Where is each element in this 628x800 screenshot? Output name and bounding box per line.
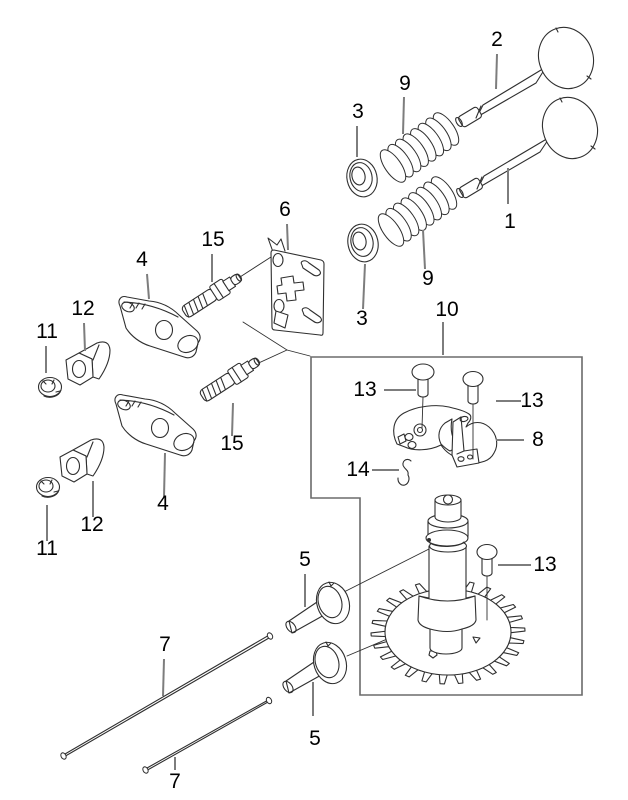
assembly-line xyxy=(339,547,432,595)
leader-line xyxy=(422,229,426,270)
part-label-governor-clip: 14 xyxy=(346,458,370,481)
leader-line xyxy=(362,263,366,310)
bolt-head xyxy=(476,543,498,561)
tappet-head xyxy=(315,581,351,625)
leader-line xyxy=(146,273,150,300)
part-label-retainer-upper: 3 xyxy=(352,100,364,123)
cross-hole xyxy=(276,275,305,302)
part-bolt-lower xyxy=(476,543,498,621)
part-label-tappet-lower: 5 xyxy=(309,727,321,750)
part-bolt-upper-right xyxy=(462,370,484,460)
part-label-spring-upper: 9 xyxy=(399,72,411,95)
part-valve-1 xyxy=(456,96,599,199)
camshaft-body xyxy=(417,545,477,655)
part-governor-clip xyxy=(397,458,412,486)
leader-line xyxy=(162,658,165,697)
release-pin xyxy=(427,538,431,542)
part-labels: 2 9 3 1 3 9 6 15 4 12 11 15 4 12 11 10 1… xyxy=(36,28,557,793)
part-label-stud-upper: 15 xyxy=(201,228,224,251)
part-label-tappet-upper: 5 xyxy=(299,548,311,571)
leader-line xyxy=(286,223,289,251)
part-label-retainer-lower: 3 xyxy=(356,307,368,330)
leader-line xyxy=(231,402,234,437)
part-camshaft xyxy=(370,494,526,685)
leader-line xyxy=(495,53,498,90)
part-rocker-arm-lower xyxy=(114,394,197,457)
part-label-camshaft-assembly: 10 xyxy=(435,298,458,321)
valve-head xyxy=(537,26,595,90)
part-rocker-arm-upper xyxy=(118,296,201,359)
part-label-spring-lower: 9 xyxy=(422,267,434,290)
leader-line xyxy=(163,452,166,498)
part-pivot-nut-lower xyxy=(59,438,105,483)
part-valve-spring-lower xyxy=(377,176,458,247)
part-label-valve-2: 2 xyxy=(491,28,503,51)
part-label-lock-nut-upper: 11 xyxy=(36,320,58,343)
part-label-retainer-plate: 6 xyxy=(279,198,291,221)
part-label-push-rod-lower: 7 xyxy=(169,770,181,793)
part-label-pivot-nut-lower: 12 xyxy=(80,513,103,536)
bolt-head xyxy=(462,370,484,388)
valve-head xyxy=(541,96,599,160)
part-spring-retainer-lower xyxy=(347,223,379,263)
camshaft-assembly-box xyxy=(310,356,583,696)
part-label-push-rod-upper: 7 xyxy=(159,633,171,656)
bolt-head xyxy=(411,363,435,381)
part-pivot-stud-lower xyxy=(199,357,261,402)
part-tappet-lower xyxy=(282,641,348,694)
part-retainer-plate xyxy=(267,237,325,336)
part-label-bolt-upper-left: 13 xyxy=(353,378,376,401)
part-pivot-nut-upper xyxy=(65,341,111,386)
part-governor-weight xyxy=(393,405,498,468)
part-label-lock-nut-lower: 11 xyxy=(36,537,58,560)
part-bolt-upper-left xyxy=(411,363,435,429)
part-lock-nut-lower xyxy=(35,476,61,498)
part-valve-spring-upper xyxy=(379,112,460,183)
tappet-head xyxy=(312,641,348,685)
part-lock-nut-upper xyxy=(37,376,63,398)
leader-line xyxy=(402,96,405,135)
camshaft-journal xyxy=(434,500,462,523)
part-label-valve-1: 1 xyxy=(504,210,516,233)
leader-lines xyxy=(45,53,531,770)
part-push-rod-lower xyxy=(142,696,273,774)
assembly-line xyxy=(239,256,272,278)
part-pivot-stud-upper xyxy=(181,273,243,318)
part-push-rod-upper xyxy=(60,632,274,760)
leader-line xyxy=(83,322,86,352)
part-valve-2 xyxy=(455,26,595,128)
part-label-governor-weight: 8 xyxy=(532,428,544,451)
part-tappet-upper xyxy=(285,581,351,634)
part-label-pivot-nut-upper: 12 xyxy=(71,297,94,320)
part-label-bolt-upper-right: 13 xyxy=(520,389,543,412)
part-label-bolt-lower: 13 xyxy=(533,553,556,576)
part-label-rocker-upper: 4 xyxy=(136,248,148,271)
part-label-stud-lower: 15 xyxy=(220,432,243,455)
part-label-rocker-lower: 4 xyxy=(157,492,169,515)
part-spring-retainer-upper xyxy=(346,158,378,198)
